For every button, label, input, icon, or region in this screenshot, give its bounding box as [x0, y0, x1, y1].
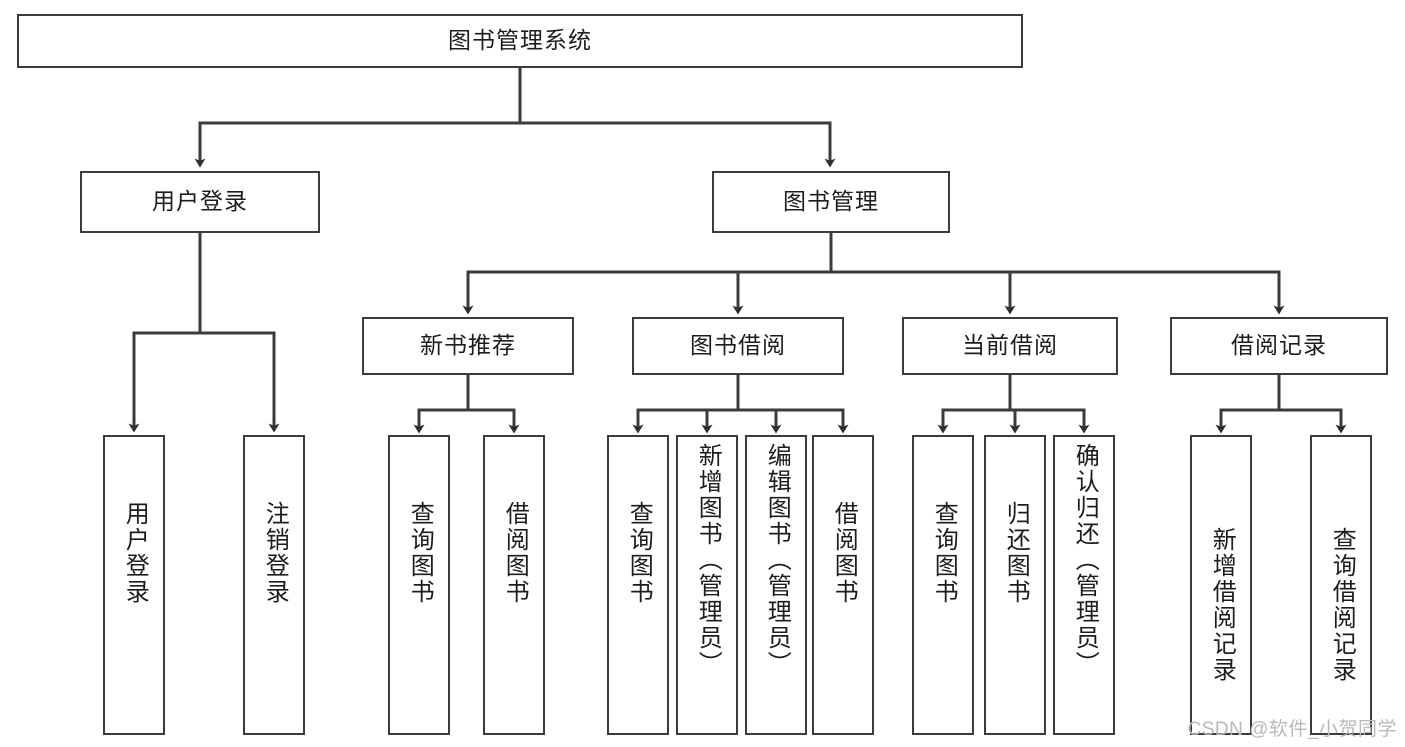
node-new-book-recommend[interactable]: 新书推荐: [362, 317, 574, 375]
leaf-borrow-book-2[interactable]: 借阅图书: [812, 435, 874, 735]
node-book-manage[interactable]: 图书管理: [712, 171, 950, 233]
node-book-manage-label: 图书管理: [783, 188, 879, 215]
leaf-query-book-3[interactable]: 查询图书: [912, 435, 974, 735]
node-root[interactable]: 图书管理系统: [17, 14, 1023, 68]
leaf-confirm-return[interactable]: 确认归还（管理员）: [1053, 435, 1115, 735]
leaf-query-book-2[interactable]: 查询图书: [607, 435, 669, 735]
leaf-logout[interactable]: 注销登录: [243, 435, 305, 735]
leaf-logout-label: 注销登录: [261, 501, 289, 605]
leaf-query-book-2-label: 查询图书: [625, 501, 653, 605]
leaf-query-book-1[interactable]: 查询图书: [388, 435, 450, 735]
node-new-book-recommend-label: 新书推荐: [420, 332, 516, 359]
node-root-label: 图书管理系统: [448, 27, 592, 54]
leaf-query-record-label: 查询借阅记录: [1328, 527, 1356, 683]
leaf-query-book-3-label: 查询图书: [930, 501, 958, 605]
leaf-add-record[interactable]: 新增借阅记录: [1190, 435, 1252, 735]
node-user-login[interactable]: 用户登录: [80, 171, 320, 233]
node-current-borrow[interactable]: 当前借阅: [902, 317, 1118, 375]
node-borrow-record[interactable]: 借阅记录: [1170, 317, 1388, 375]
leaf-query-book-1-label: 查询图书: [406, 501, 434, 605]
leaf-edit-book-admin[interactable]: 编辑图书（管理员）: [745, 435, 807, 735]
leaf-edit-book-admin-label: 编辑图书（管理员）: [763, 443, 791, 677]
leaf-confirm-return-label: 确认归还（管理员）: [1071, 443, 1099, 677]
leaf-return-book-label: 归还图书: [1002, 501, 1030, 605]
node-borrow-record-label: 借阅记录: [1231, 332, 1327, 359]
leaf-borrow-book-1-label: 借阅图书: [501, 501, 529, 605]
leaf-add-book-admin[interactable]: 新增图书（管理员）: [676, 435, 738, 735]
leaf-add-book-admin-label: 新增图书（管理员）: [694, 443, 722, 677]
node-book-borrow[interactable]: 图书借阅: [632, 317, 844, 375]
leaf-query-record[interactable]: 查询借阅记录: [1310, 435, 1372, 735]
node-book-borrow-label: 图书借阅: [690, 332, 786, 359]
leaf-borrow-book-1[interactable]: 借阅图书: [483, 435, 545, 735]
leaf-add-record-label: 新增借阅记录: [1208, 527, 1236, 683]
leaf-return-book[interactable]: 归还图书: [984, 435, 1046, 735]
leaf-borrow-book-2-label: 借阅图书: [830, 501, 858, 605]
leaf-user-login-label: 用户登录: [121, 501, 149, 605]
leaf-user-login[interactable]: 用户登录: [103, 435, 165, 735]
node-user-login-label: 用户登录: [152, 188, 248, 215]
node-current-borrow-label: 当前借阅: [962, 332, 1058, 359]
